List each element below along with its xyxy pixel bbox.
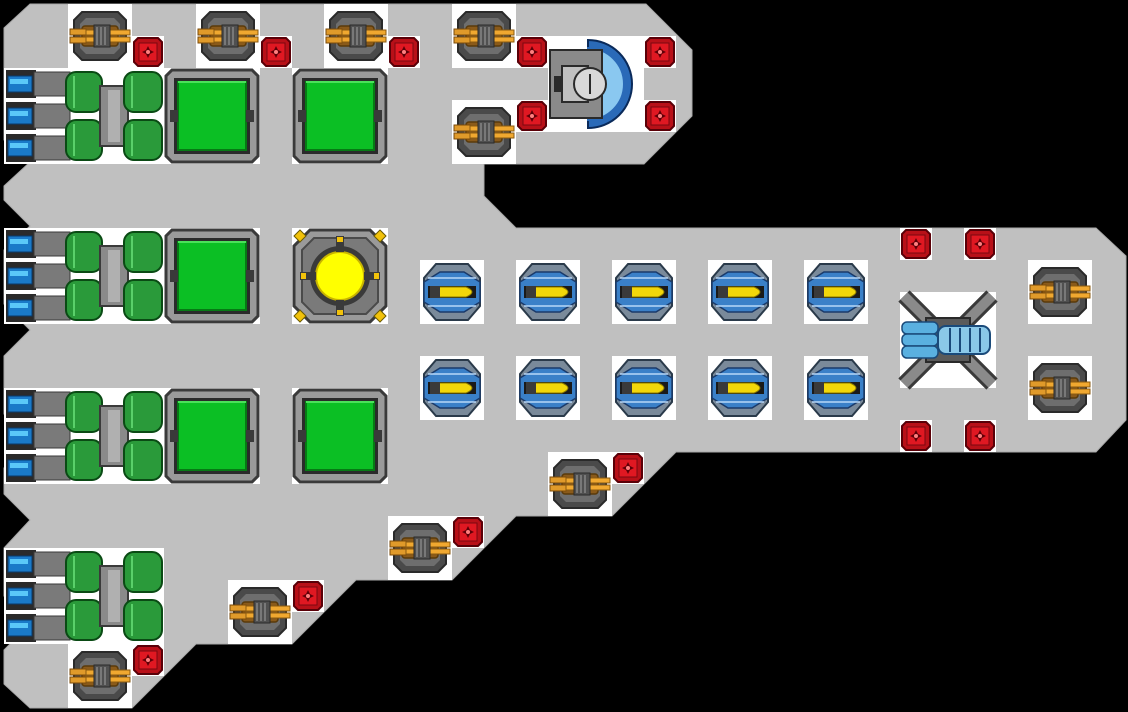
cannon-turret-icon[interactable] <box>227 579 293 645</box>
armor-block-icon[interactable] <box>963 419 997 453</box>
missile-pod-icon[interactable] <box>515 355 581 421</box>
cannon-turret-icon[interactable] <box>67 3 133 69</box>
armor-block-icon[interactable] <box>451 515 485 549</box>
cargo-storage-icon[interactable] <box>162 66 262 166</box>
missile-pod-icon[interactable] <box>515 259 581 325</box>
missile-pod-icon[interactable] <box>611 259 677 325</box>
cannon-turret-icon[interactable] <box>195 3 261 69</box>
cargo-storage-icon[interactable] <box>290 66 390 166</box>
armor-block-icon[interactable] <box>899 227 933 261</box>
cannon-turret-icon[interactable] <box>67 643 133 709</box>
cannon-turret-icon[interactable] <box>323 3 389 69</box>
armor-block-icon[interactable] <box>291 579 325 613</box>
cannon-turret-icon[interactable] <box>387 515 453 581</box>
armor-block-icon[interactable] <box>899 419 933 453</box>
armor-block-icon[interactable] <box>611 451 645 485</box>
cargo-storage-icon[interactable] <box>290 386 390 486</box>
armor-block-icon[interactable] <box>963 227 997 261</box>
cargo-storage-icon[interactable] <box>162 386 262 486</box>
shield-generator-icon[interactable] <box>547 35 645 133</box>
armor-block-icon[interactable] <box>387 35 421 69</box>
armor-block-icon[interactable] <box>515 35 549 69</box>
missile-pod-icon[interactable] <box>707 355 773 421</box>
cannon-turret-icon[interactable] <box>451 3 517 69</box>
missile-pod-icon[interactable] <box>803 259 869 325</box>
thruster-array-icon[interactable] <box>3 547 165 645</box>
missile-pod-icon[interactable] <box>419 355 485 421</box>
cannon-turret-icon[interactable] <box>1027 355 1093 421</box>
missile-pod-icon[interactable] <box>611 355 677 421</box>
missile-pod-icon[interactable] <box>803 355 869 421</box>
thruster-array-icon[interactable] <box>3 227 165 325</box>
thruster-array-icon[interactable] <box>3 67 165 165</box>
cannon-turret-icon[interactable] <box>451 99 517 165</box>
armor-block-icon[interactable] <box>259 35 293 69</box>
armor-block-icon[interactable] <box>515 99 549 133</box>
armor-block-icon[interactable] <box>131 643 165 677</box>
missile-pod-icon[interactable] <box>419 259 485 325</box>
reactor-core-icon[interactable] <box>290 226 390 326</box>
armor-block-icon[interactable] <box>131 35 165 69</box>
missile-pod-icon[interactable] <box>707 259 773 325</box>
cannon-turret-icon[interactable] <box>1027 259 1093 325</box>
thruster-array-icon[interactable] <box>3 387 165 485</box>
cargo-storage-icon[interactable] <box>162 226 262 326</box>
main-engine-icon[interactable] <box>900 292 996 388</box>
armor-block-icon[interactable] <box>643 99 677 133</box>
cannon-turret-icon[interactable] <box>547 451 613 517</box>
armor-block-icon[interactable] <box>643 35 677 69</box>
